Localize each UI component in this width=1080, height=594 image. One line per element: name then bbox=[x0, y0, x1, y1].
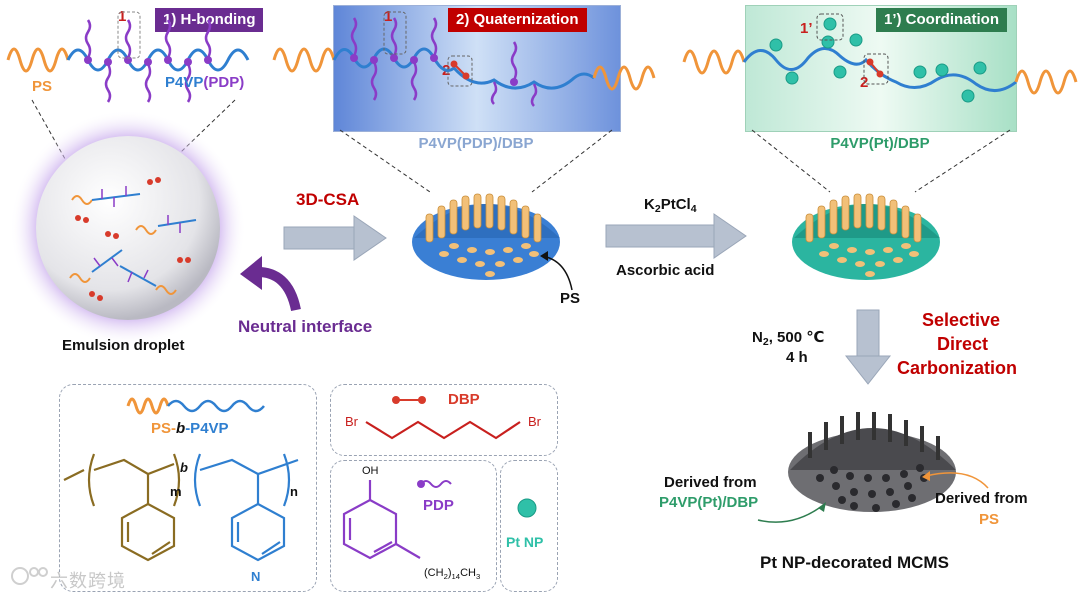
step-quaternization-label: 2) Quaternization bbox=[448, 8, 587, 32]
reagent-k: K bbox=[644, 196, 655, 213]
neutral-interface-arrow bbox=[240, 256, 301, 312]
h-bonding-chain bbox=[6, 11, 250, 103]
br-left: Br bbox=[345, 414, 358, 429]
cond-n: N bbox=[752, 329, 763, 346]
pt-np-label: Pt NP bbox=[506, 534, 544, 550]
pdp-paren-text: (PDP) bbox=[203, 74, 245, 91]
block-p4vp: -P4VP bbox=[185, 420, 229, 437]
sdc-line-2: Direct bbox=[937, 334, 989, 354]
ps-b-p4vp-legend-box bbox=[59, 384, 317, 592]
pdp-structure bbox=[342, 480, 421, 560]
cond-n-sub: 2 bbox=[762, 336, 769, 348]
ps-pointer-label: PS bbox=[560, 290, 581, 307]
block-ps: PS- bbox=[151, 420, 177, 437]
reagent-k2ptcl4: K2PtCl4 bbox=[644, 196, 697, 215]
ps-label-top: PS bbox=[32, 78, 53, 95]
pdp-label: PDP bbox=[423, 497, 454, 514]
chain-ch3: CH bbox=[460, 567, 476, 579]
quaternization-chain bbox=[272, 11, 656, 107]
chain-sub2: 2 bbox=[443, 572, 448, 581]
sdc-line-3: Carbonization bbox=[897, 358, 1017, 378]
block-b: b bbox=[176, 420, 186, 437]
chain-close: ) bbox=[447, 567, 452, 579]
p4vp-pdp-label: P4VP(PDP) bbox=[165, 74, 244, 91]
p4vp-pt-dbp-caption: P4VP(Pt)/DBP bbox=[830, 135, 930, 152]
reagent-ptcl: PtCl bbox=[660, 196, 691, 213]
p4vp-pdp-dbp-caption: P4VP(PDP)/DBP bbox=[418, 135, 534, 152]
dbp-label: DBP bbox=[448, 391, 480, 408]
marker-1prime: 1’ bbox=[800, 20, 813, 37]
pyridine-n: N bbox=[251, 569, 261, 584]
mcms-microsphere bbox=[788, 412, 956, 512]
emulsion-droplet-label: Emulsion droplet bbox=[62, 337, 185, 354]
pdp-icon bbox=[417, 480, 452, 488]
pdp-alkyl-chain: (CH2)14CH3 bbox=[424, 567, 480, 581]
marker-1-middle: 1 bbox=[384, 8, 393, 25]
coordination-chain bbox=[682, 13, 1078, 103]
csa-arrow bbox=[283, 215, 387, 261]
chain-ch: (CH bbox=[424, 567, 444, 579]
derived-right-2: PS bbox=[979, 511, 1000, 528]
dbp-legend-box bbox=[330, 384, 558, 456]
ps-b-p4vp-icon bbox=[126, 397, 265, 415]
subscript-n: n bbox=[290, 484, 298, 499]
derived-left-arrow bbox=[757, 502, 826, 523]
dbp-structure bbox=[365, 420, 521, 440]
reagent-sub2: 4 bbox=[690, 203, 697, 215]
green-microsphere bbox=[792, 193, 940, 280]
sdc-line-1: Selective bbox=[922, 310, 1001, 330]
subscript-b: b bbox=[180, 460, 188, 475]
reagent-sub1: 2 bbox=[654, 203, 661, 215]
carbonization-time: 4 h bbox=[786, 349, 808, 366]
emulsion-droplet bbox=[10, 110, 246, 346]
pt-np-icon bbox=[517, 498, 537, 518]
marker-2-right: 2 bbox=[860, 74, 869, 91]
carbonization-arrow bbox=[844, 309, 892, 385]
ps-b-p4vp-structure bbox=[63, 453, 299, 562]
derived-left-2: P4VP(Pt)/DBP bbox=[659, 494, 759, 511]
mcms-caption: Pt NP-decorated MCMS bbox=[760, 553, 949, 572]
carbonization-conditions: N2, 500 ℃ bbox=[752, 328, 824, 348]
ps-pointer-arrow bbox=[540, 251, 573, 291]
chain-sub3: 3 bbox=[475, 572, 481, 581]
reagent-ascorbic-acid: Ascorbic acid bbox=[616, 262, 715, 279]
neutral-interface-label: Neutral interface bbox=[238, 317, 373, 336]
pt-np-legend-box bbox=[500, 460, 558, 592]
watermark-logo-icon bbox=[11, 567, 48, 585]
pdp-legend-box bbox=[330, 460, 497, 592]
reduction-arrow bbox=[605, 213, 747, 259]
br-right: Br bbox=[528, 414, 541, 429]
derived-left-1: Derived from bbox=[664, 474, 757, 491]
derived-right-arrow bbox=[922, 471, 989, 489]
p4vp-text: P4VP bbox=[165, 74, 204, 91]
ps-b-p4vp-label: PS-b-P4VP bbox=[151, 420, 229, 437]
step-coordination-label: 1’) Coordination bbox=[876, 8, 1007, 32]
blue-microsphere bbox=[412, 193, 560, 280]
csa-label: 3D-CSA bbox=[296, 190, 360, 209]
oh-label: OH bbox=[362, 465, 379, 477]
subscript-m: m bbox=[170, 484, 182, 499]
dbp-icon bbox=[392, 396, 426, 404]
marker-1-left: 1 bbox=[118, 8, 127, 25]
cond-temp: , 500 ℃ bbox=[768, 329, 825, 346]
derived-right-1: Derived from bbox=[935, 490, 1028, 507]
watermark: 六数跨境 bbox=[50, 571, 126, 591]
chain-sub14: 14 bbox=[451, 572, 461, 581]
